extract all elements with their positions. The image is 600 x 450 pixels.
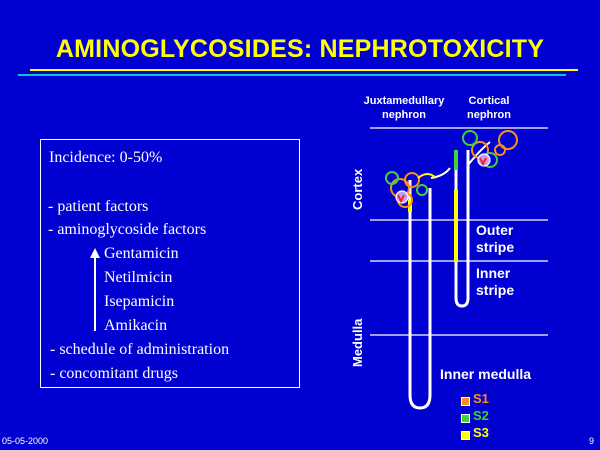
- s3-swatch: [461, 431, 470, 440]
- footer-page-number: 9: [589, 436, 595, 446]
- title-underline-cyan: [18, 74, 566, 76]
- juxtamedullary-label: Juxtamedullary nephron: [363, 95, 445, 121]
- drug-item: Amikacin: [104, 317, 168, 334]
- s1-swatch: [461, 397, 470, 406]
- drug-item: Gentamicin: [104, 245, 179, 262]
- factor-line: - patient factors: [48, 198, 149, 215]
- factor-line: - schedule of administration: [50, 341, 230, 358]
- outer-stripe-label: Outer stripe: [476, 222, 515, 255]
- cortex-label: Cortex: [350, 168, 365, 210]
- factors-box: [40, 139, 300, 388]
- cortical-label: Cortical nephron: [467, 95, 511, 121]
- legend-s3: S3: [473, 425, 489, 440]
- inner-medulla-label: Inner medulla: [440, 366, 532, 382]
- drug-item: Isepamicin: [104, 293, 175, 310]
- footer-date: 05-05-2000: [2, 436, 49, 446]
- title-underline-yellow: [30, 69, 578, 71]
- juxta-convoluted-tubule: [385, 171, 437, 208]
- toxicity-arrow-icon: [90, 248, 100, 331]
- cortical-convoluted-tubule: [454, 130, 518, 170]
- medulla-label: Medulla: [350, 318, 365, 367]
- slide-title: AMINOGLYCOSIDES: NEPHROTOXICITY: [55, 35, 545, 63]
- s2-swatch: [461, 414, 470, 423]
- inner-stripe-label: Inner stripe: [476, 265, 515, 298]
- incidence-text: Incidence: 0-50%: [49, 149, 163, 166]
- legend-s2: S2: [473, 408, 489, 423]
- legend-s1: S1: [473, 391, 489, 406]
- factor-line: - aminoglycoside factors: [48, 221, 207, 238]
- drug-item: Netilmicin: [104, 269, 173, 286]
- factor-line: - concomitant drugs: [50, 365, 178, 382]
